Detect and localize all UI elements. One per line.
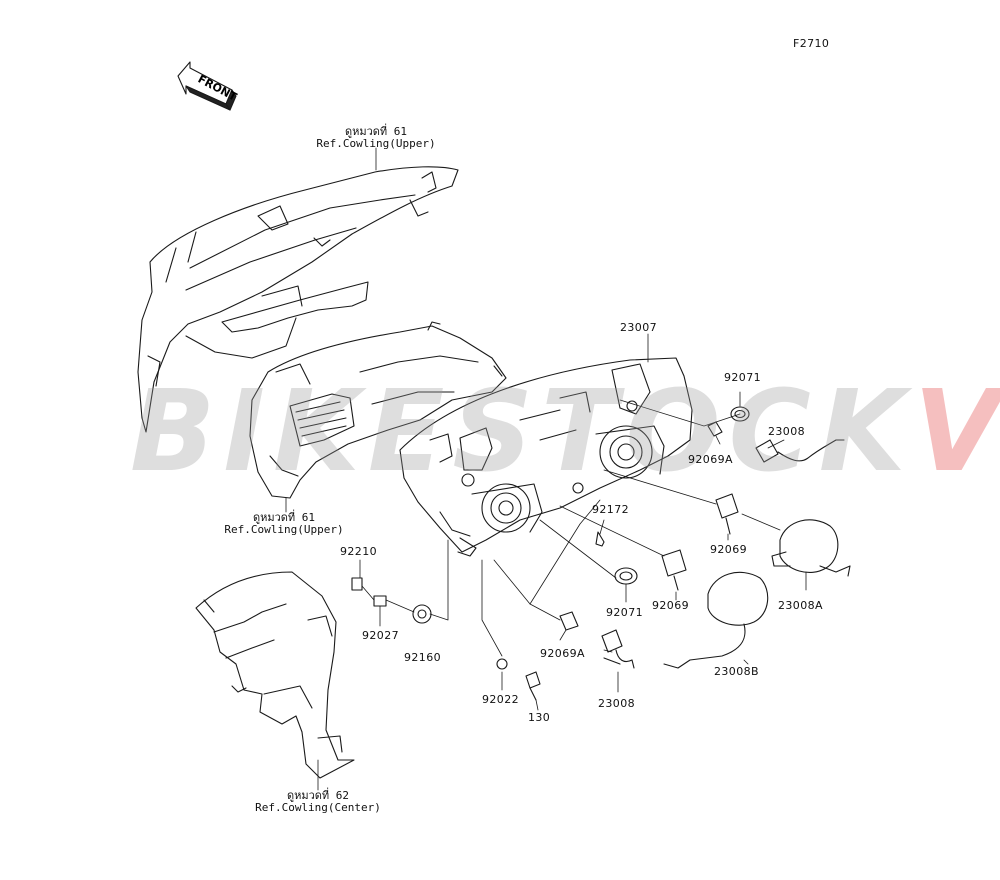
- ref-thai: ดูหมวดที่ 61: [252, 511, 316, 524]
- part-label-92069a-top: 92069A: [688, 453, 733, 466]
- inner-duct-part: [249, 321, 507, 499]
- part-label-92069-bottom: 92069: [652, 599, 689, 612]
- ref-text: Ref.Cowling(Upper): [224, 523, 344, 536]
- part-label-92172: 92172: [592, 503, 629, 516]
- part-label-92160: 92160: [404, 651, 441, 664]
- ref-thai: ดูหมวดที่ 62: [286, 789, 350, 802]
- part-label-23008-top: 23008: [768, 425, 805, 438]
- upper-cowling-part: [137, 166, 459, 433]
- ref-text: Ref.Cowling(Upper): [316, 137, 436, 150]
- part-label-23008a: 23008A: [778, 599, 823, 612]
- part-label-92071-bottom: 92071: [606, 606, 643, 619]
- part-label-92022: 92022: [482, 693, 519, 706]
- front-arrow-icon: [177, 61, 237, 111]
- leader-lines: [285, 147, 807, 791]
- part-label-92069-right: 92069: [710, 543, 747, 556]
- ref-thai: ดูหมวดที่ 61: [344, 125, 408, 138]
- part-label-23008b: 23008B: [714, 665, 759, 678]
- part-label-130: 130: [528, 711, 551, 724]
- ref-cowling-upper-top: ดูหมวดที่ 61 Ref.Cowling(Upper): [308, 126, 444, 150]
- headlight-housing-part: [399, 357, 693, 557]
- part-label-92069a-bottom: 92069A: [540, 647, 585, 660]
- part-label-92071-top: 92071: [724, 371, 761, 384]
- center-bracket-part: [195, 571, 355, 779]
- part-label-92210: 92210: [340, 545, 377, 558]
- ref-text: Ref.Cowling(Center): [255, 801, 381, 814]
- part-label-92027: 92027: [362, 629, 399, 642]
- ref-cowling-center: ดูหมวดที่ 62 Ref.Cowling(Center): [246, 790, 390, 814]
- figure-code: F2710: [793, 37, 830, 50]
- part-label-23007: 23007: [620, 321, 657, 334]
- part-label-23008-bottom: 23008: [598, 697, 635, 710]
- small-parts: [351, 406, 851, 701]
- ref-cowling-upper-bottom: ดูหมวดที่ 61 Ref.Cowling(Upper): [216, 512, 352, 536]
